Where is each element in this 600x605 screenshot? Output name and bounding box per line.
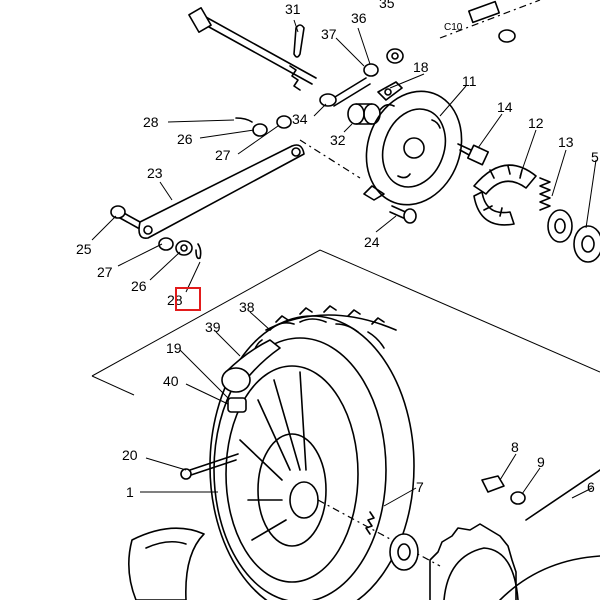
callout-39: 39: [205, 319, 221, 335]
bolt-24: [389, 205, 417, 224]
callout-7: 7: [416, 479, 424, 495]
callout-37: 37: [321, 26, 337, 42]
callout-25: 25: [76, 241, 92, 257]
callout-13: 13: [558, 134, 574, 150]
sprocket: [429, 469, 600, 603]
callout-36: 36: [351, 10, 367, 26]
callout-19: 19: [166, 340, 182, 356]
callout-28-top: 28: [143, 114, 159, 130]
callout-27-top: 27: [215, 147, 231, 163]
chain-tag-label: C10: [444, 22, 463, 33]
torque-arm-23: [138, 144, 305, 239]
callout-26-top: 26: [177, 131, 193, 147]
washers-nuts-26-27: [158, 115, 292, 256]
tube-39: [221, 339, 281, 393]
cotter-pins-28: [195, 117, 253, 260]
callout-23: 23: [147, 165, 163, 181]
brake-shoes-12: [473, 164, 537, 226]
callout-8: 8: [511, 439, 519, 455]
callout-1: 1: [126, 484, 134, 500]
rear-axle-top: [188, 7, 317, 91]
callout-28-bottom: 28: [167, 292, 183, 308]
callout-labels: 31 36 35 37 18 11 34 32 28 26 27 14 12 1…: [76, 0, 599, 500]
callout-18: 18: [413, 59, 429, 75]
callout-6: 6: [587, 479, 595, 495]
callout-32: 32: [330, 132, 346, 148]
collar-32: [347, 103, 381, 125]
callout-14: 14: [497, 99, 513, 115]
leader-lines: [91, 19, 597, 507]
callout-5: 5: [591, 149, 599, 165]
axle-7: [317, 499, 441, 571]
bolt-8-nut-9: [481, 475, 526, 505]
callout-38: 38: [239, 299, 255, 315]
callout-40: 40: [163, 373, 179, 389]
rim-band-40: [227, 397, 247, 413]
highlight-box: [175, 287, 201, 311]
top-right-chain-tag: C10: [439, 0, 541, 43]
bolt-25: [110, 205, 141, 229]
rear-wheel-1: [209, 315, 415, 605]
callout-27-bottom: 27: [97, 264, 113, 280]
callout-20: 20: [122, 447, 138, 463]
callout-12: 12: [528, 115, 544, 131]
spoke-nipple-20: [180, 453, 239, 480]
callout-34: 34: [292, 111, 308, 127]
arm-18: [377, 81, 403, 101]
bearing-5: [547, 209, 600, 263]
callout-35: 35: [379, 0, 395, 11]
callout-26-bottom: 26: [131, 278, 147, 294]
brake-plate-11: [299, 90, 463, 206]
tire-38: [265, 305, 397, 331]
cotter-pin-31: [293, 24, 305, 58]
rim-lower-left: [128, 527, 205, 601]
assembly-frame: [91, 249, 600, 396]
nuts-36-35: [363, 48, 404, 77]
adjust-bolt-34: [319, 77, 371, 107]
cam-14: [457, 143, 490, 166]
callout-31: 31: [285, 1, 301, 17]
callout-11: 11: [462, 73, 477, 89]
callout-24: 24: [364, 234, 380, 250]
callout-9: 9: [537, 454, 545, 470]
spring-13: [539, 177, 551, 211]
